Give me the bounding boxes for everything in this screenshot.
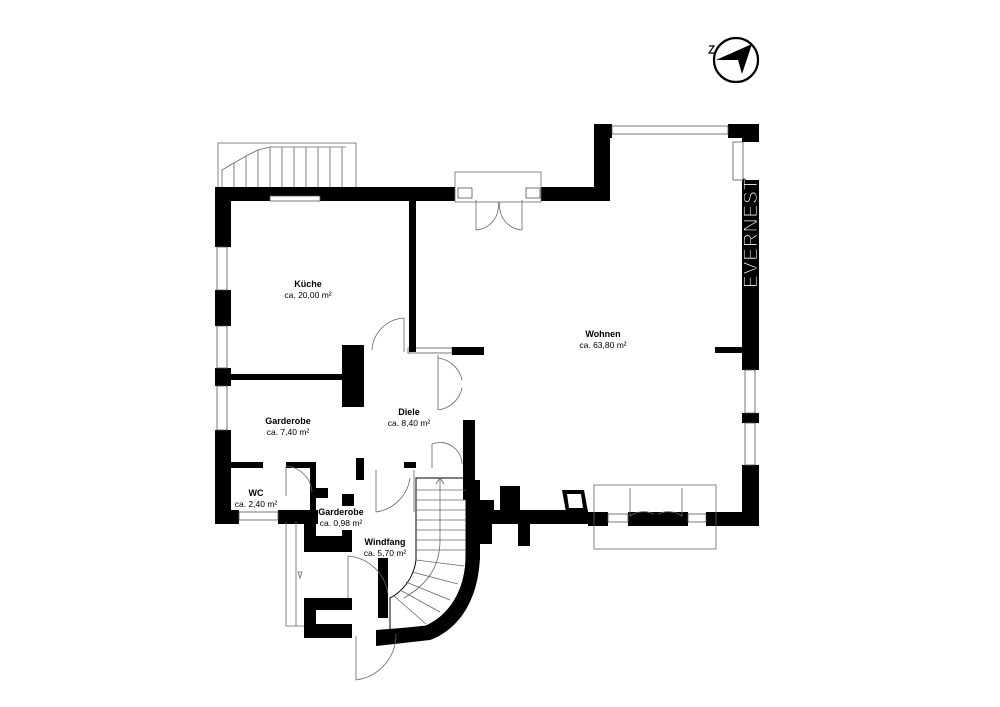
room-label-wohnen: Wohnen ca. 63,80 m² <box>579 329 626 350</box>
outdoor-stair <box>217 142 357 190</box>
room-area: ca. 20,00 m² <box>284 290 331 300</box>
spiral-stair <box>389 477 467 631</box>
room-name: WC <box>249 488 264 498</box>
room-area: ca. 5,70 m² <box>364 548 407 558</box>
interior-walls <box>229 200 588 646</box>
room-name: Garderobe <box>318 507 364 517</box>
room-area: ca. 8,40 m² <box>388 418 431 428</box>
room-label-garderobe-small: Garderobe ca. 0,98 m² <box>318 507 364 528</box>
room-label-garderobe: Garderobe ca. 7,40 m² <box>265 416 311 437</box>
room-name: Wohnen <box>585 329 620 339</box>
room-area: ca. 0,98 m² <box>320 518 363 528</box>
room-name: Diele <box>398 407 420 417</box>
brand-logo: EVERNEST <box>741 178 762 288</box>
room-name: Garderobe <box>265 416 311 426</box>
room-label-kueche: Küche ca. 20,00 m² <box>284 279 331 300</box>
room-area: ca. 7,40 m² <box>267 427 310 437</box>
room-label-wc: WC ca. 2,40 m² <box>235 488 278 509</box>
room-area: ca. 2,40 m² <box>235 499 278 509</box>
room-label-diele: Diele ca. 8,40 m² <box>388 407 431 428</box>
room-label-windfang: Windfang ca. 5,70 m² <box>364 537 407 558</box>
windows <box>216 125 756 523</box>
room-area: ca. 63,80 m² <box>579 340 626 350</box>
doors <box>285 171 717 681</box>
room-name: Windfang <box>365 537 406 547</box>
north-arrow-icon <box>707 36 760 84</box>
room-name: Küche <box>294 279 322 289</box>
